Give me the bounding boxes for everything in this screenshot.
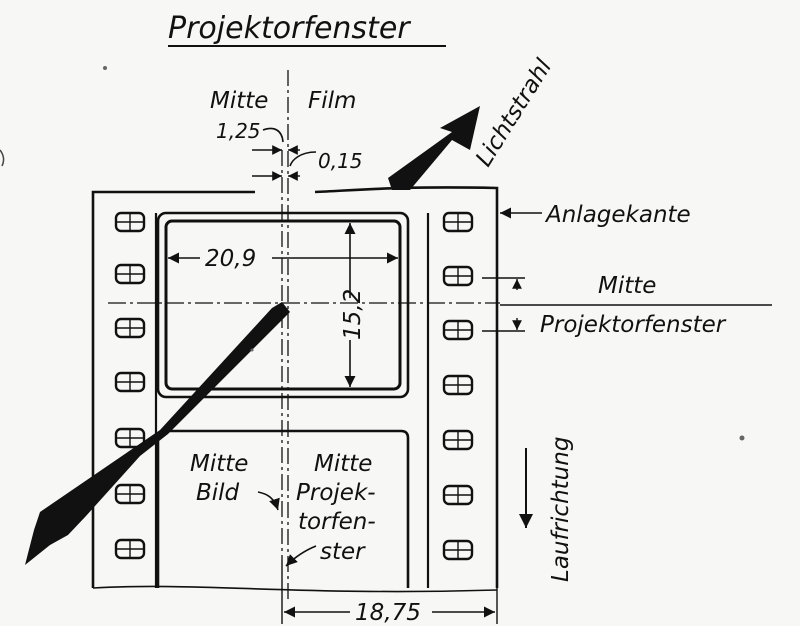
title: Projektorfenster [168,11,411,46]
mitte-projektorfenster-label-1: Mitte [598,273,656,299]
lichtstrahl-label: Lichtstrahl [471,54,557,171]
mitte-projektorfenster-lower-3: torfen- [298,509,376,535]
mitte-projektorfenster-label-2: Projektorfenster [540,312,727,338]
light-ray-upper-arrow [388,106,480,190]
mitte-bild-leader [257,491,280,511]
dimension-20-9: 20,9 [205,246,256,272]
mitte-projektorfenster-lower-2: Projek- [296,480,376,506]
perforations-left [114,211,146,560]
dimension-1-25: 1,25 [216,119,261,143]
leader-0-15 [289,151,317,167]
dimension-15-2: 15,2 [340,289,366,340]
mitte-projektorfenster-lower-1: Mitte [314,451,372,477]
laufrichtung-label: Laufrichtung [548,437,574,582]
light-ray-lower-arrow [25,302,290,565]
film-frame [156,211,410,399]
anlagekante-label: Anlagekante [544,202,691,228]
center-lines [108,70,772,624]
perforations-right [442,211,474,561]
mitte-film-label-2: Film [308,88,356,114]
dimension-18-75: 18,75 [355,600,421,626]
mitte-film-label-1: Mitte [210,88,268,114]
leader-1-25 [262,127,284,143]
mitte-projektorfenster-lower-4: ster [320,539,366,565]
mitte-bild-label-1: Mitte [190,451,248,477]
mitte-bild-label-2: Bild [196,480,240,506]
light-ray-arrows [25,106,480,565]
dimension-0-15: 0,15 [318,149,363,173]
top-offset-dimensions [252,145,300,181]
mitte-projektorfenster-leader [285,545,317,567]
paper-specks [0,66,745,441]
